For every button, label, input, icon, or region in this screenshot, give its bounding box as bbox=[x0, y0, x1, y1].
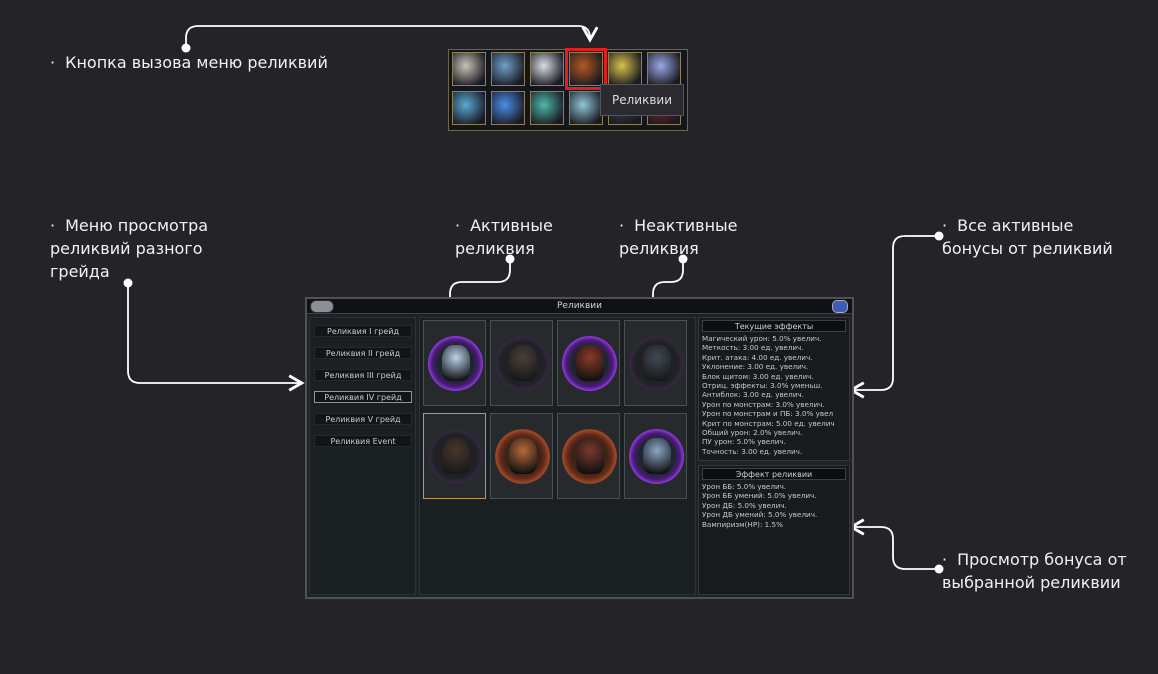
warrior-icon bbox=[442, 438, 470, 474]
relic-grid bbox=[419, 317, 696, 595]
arrows-icon[interactable] bbox=[530, 52, 564, 86]
current-effect-line: Крит по монстрам: 5.00 ед. увелич bbox=[702, 418, 835, 428]
relic-slot-inactive[interactable] bbox=[490, 320, 553, 406]
armored-knight-icon bbox=[643, 438, 671, 474]
window-titlebar: Реликвии bbox=[307, 299, 852, 314]
gunner-icon bbox=[509, 438, 537, 474]
hooded-mage-icon bbox=[576, 345, 604, 381]
note-inactive-relics: ·Неактивные реликвия bbox=[619, 216, 738, 258]
relic-effect-line: Урон ДБ: 5.0% увелич. bbox=[702, 500, 787, 510]
current-effects-panel: Текущие эффекты Магический урон: 5.0% ув… bbox=[698, 317, 850, 461]
grade-item[interactable]: Реликвия III грейд bbox=[314, 369, 412, 381]
ticket-icon[interactable] bbox=[608, 52, 642, 86]
relics-tooltip: Реликвии bbox=[600, 84, 684, 116]
grade-item[interactable]: Реликвия IV грейд bbox=[314, 391, 412, 403]
portal-icon[interactable] bbox=[569, 91, 603, 125]
grade-item[interactable]: Реликвия I грейд bbox=[314, 325, 412, 337]
grade-item[interactable]: Реликвия II грейд bbox=[314, 347, 412, 359]
current-effect-line: ПУ урон: 5.0% увелич. bbox=[702, 437, 786, 447]
current-effect-line: Уклонение: 3.00 ед. увелич. bbox=[702, 362, 809, 372]
lightning-icon[interactable] bbox=[647, 52, 681, 86]
relic-effect-line: Урон ДБ умений: 5.0% увелич. bbox=[702, 510, 818, 520]
demon-girl-icon bbox=[643, 345, 671, 381]
current-effects-header: Текущие эффекты bbox=[702, 320, 846, 332]
current-effect-line: Блок щитом: 3.00 ед. увелич. bbox=[702, 371, 814, 381]
scroll-icon[interactable] bbox=[452, 52, 486, 86]
ice-spirit-icon bbox=[442, 345, 470, 381]
relic-effect-header: Эффект реликвии bbox=[702, 468, 846, 480]
relic-effect-line: Урон ББ: 5.0% увелич. bbox=[702, 482, 787, 491]
effects-column: Текущие эффекты Магический урон: 5.0% ув… bbox=[698, 317, 850, 595]
relic-effect-line: Вампиризм(HP): 1.5% bbox=[702, 519, 783, 529]
relic-slot-inactive[interactable] bbox=[423, 413, 486, 499]
current-effect-line: Антиблок: 3.00 ед. увелич. bbox=[702, 390, 804, 400]
relic-book-icon[interactable] bbox=[565, 48, 607, 90]
current-effect-line: Точность: 3.00 ед. увелич. bbox=[702, 446, 803, 456]
current-effect-line: Урон по монстрам и ПБ: 3.0% увел bbox=[702, 409, 834, 419]
relic-slot-active[interactable] bbox=[557, 320, 620, 406]
close-icon[interactable] bbox=[832, 300, 848, 313]
current-effect-line: Крит. атака: 4.00 ед. увелич. bbox=[702, 352, 813, 362]
current-effect-line: Меткость: 3.00 ед. увелич. bbox=[702, 343, 804, 353]
minimize-icon[interactable] bbox=[310, 300, 334, 313]
current-effect-line: Магический урон: 5.0% увелич. bbox=[702, 334, 822, 343]
star-burst-icon[interactable] bbox=[491, 91, 525, 125]
wreath-icon[interactable] bbox=[530, 91, 564, 125]
note-relic-button: ·Кнопка вызова меню реликвий bbox=[50, 53, 328, 72]
note-grade-menu: ·Меню просмотра реликвий разного грейда bbox=[50, 216, 209, 281]
brain-icon[interactable] bbox=[452, 91, 486, 125]
rune-icon[interactable] bbox=[491, 52, 525, 86]
relic-slot-active[interactable] bbox=[624, 413, 687, 499]
arrow-all-bonuses bbox=[848, 235, 938, 399]
relic-effect-line: Урон ББ умений: 5.0% увелич. bbox=[702, 491, 817, 501]
arrow-grade-menu bbox=[127, 283, 305, 392]
current-effect-line: Отриц. эффекты: 3.0% уменьш. bbox=[702, 381, 823, 390]
current-effect-line: Общий урон: 2.0% увелич. bbox=[702, 428, 803, 437]
grade-item[interactable]: Реликвия V грейд bbox=[314, 413, 412, 425]
note-active-relics: ·Активные реликвия bbox=[455, 216, 553, 258]
arrow-selected-bonus bbox=[848, 518, 938, 570]
current-effect-line: Урон по монстрам: 3.0% увелич. bbox=[702, 399, 825, 409]
relic-slot-fire[interactable] bbox=[490, 413, 553, 499]
relic-slot-inactive[interactable] bbox=[624, 320, 687, 406]
note-selected-bonus: ·Просмотр бонуса от выбранной реликвии bbox=[942, 550, 1127, 592]
window-title: Реликвии bbox=[556, 301, 602, 311]
grade-item[interactable]: Реликвия Event bbox=[314, 435, 412, 447]
beast-icon bbox=[509, 345, 537, 381]
skull-lord-icon bbox=[576, 438, 604, 474]
note-all-bonuses: ·Все активные бонусы от реликвий bbox=[942, 216, 1113, 258]
relic-slot-fire[interactable] bbox=[557, 413, 620, 499]
relic-slot-active[interactable] bbox=[423, 320, 486, 406]
relic-effect-panel: Эффект реликвии Урон ББ: 5.0% увелич.Уро… bbox=[698, 465, 850, 595]
arrow-relic-button bbox=[185, 25, 599, 47]
